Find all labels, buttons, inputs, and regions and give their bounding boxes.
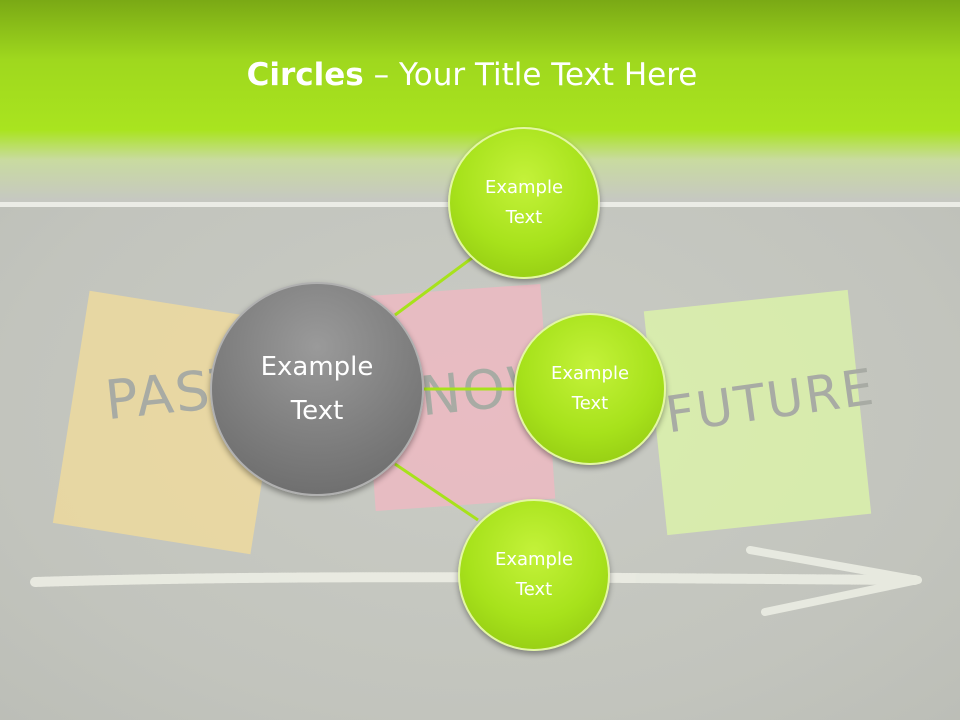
node-3-line2: Text bbox=[515, 579, 553, 600]
connector-line-1 bbox=[394, 253, 477, 317]
node-1-line1: Example bbox=[484, 177, 564, 198]
node-circle-3: Example Text bbox=[458, 499, 610, 651]
chalk-arrow-shaft bbox=[30, 572, 920, 587]
chalk-arrow-head bbox=[746, 546, 922, 616]
center-circle: Example Text bbox=[210, 282, 424, 496]
node-3-line1: Example bbox=[494, 549, 574, 570]
node-2-line2: Text bbox=[571, 393, 609, 414]
connector-line-3 bbox=[394, 462, 479, 522]
node-2-line1: Example bbox=[550, 363, 630, 384]
center-circle-line2: Text bbox=[290, 396, 344, 426]
node-circle-1: Example Text bbox=[448, 127, 600, 279]
title-rest: – Your Title Text Here bbox=[363, 57, 698, 93]
node-circle-2: Example Text bbox=[514, 313, 666, 465]
center-circle-line1: Example bbox=[260, 352, 374, 382]
chalk-arrow bbox=[30, 546, 922, 616]
slide-title: Circles – Your Title Text Here bbox=[0, 55, 944, 95]
title-bold: Circles bbox=[246, 57, 364, 93]
node-1-line2: Text bbox=[505, 207, 543, 228]
